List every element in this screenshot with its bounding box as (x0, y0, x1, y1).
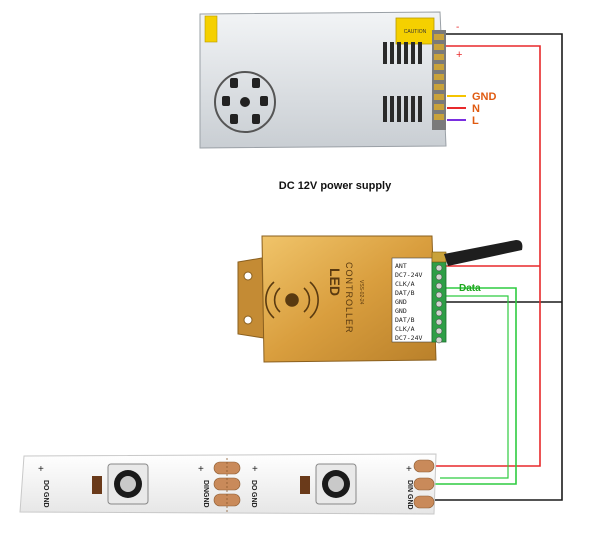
pin-labels: ANT DC7-24V CLK/A DAT/B GND GND DAT/B CL… (395, 262, 422, 342)
pin-label: GND (395, 307, 407, 315)
strip-left-plus: + (38, 464, 44, 475)
pin-label: GND (395, 298, 407, 306)
data-label: Data (459, 283, 481, 294)
fan-grille (214, 71, 276, 133)
led-chip-2 (315, 463, 357, 505)
antenna (444, 240, 523, 266)
strip-mid-gnd-left: GND (202, 492, 209, 508)
strip-mid-din: DIN (202, 480, 209, 492)
strip-right-plus: + (406, 464, 412, 475)
pin-label: CLK/A (395, 280, 415, 288)
mount-hole-top (243, 271, 253, 281)
pin-label: DC7-24V (395, 271, 422, 279)
resistor-2 (300, 476, 310, 494)
power-supply-caption: DC 12V power supply (279, 180, 392, 192)
psu-plus-label: + (456, 49, 462, 61)
strip-mid-do: DO (250, 480, 257, 491)
black-wire-psu (428, 33, 563, 501)
psu-minus-label: - (456, 22, 459, 33)
controller-model: VSS-02-24 (358, 280, 364, 305)
green-data-wire-inner (440, 295, 509, 479)
controller-title: LED (327, 268, 343, 296)
controller-terminal-screws (435, 264, 443, 344)
pin-label: DAT/B (395, 289, 415, 297)
psu-terminal-screws (434, 34, 444, 120)
strip-mid-plus-right: + (252, 464, 258, 475)
l-label: L (472, 115, 479, 127)
strip-right-din: DIN (406, 480, 413, 492)
strip-right-gnd: GND (406, 494, 413, 510)
pin-label: DC7-24V (395, 334, 422, 342)
controller-subtitle: CONTROLLER (344, 262, 354, 334)
pin-label: ANT (395, 262, 407, 270)
strip-mid-gnd-right: GND (250, 492, 257, 508)
strip-left-gnd: GND (42, 492, 49, 508)
end-pads (413, 459, 435, 509)
power-supply: CAUTION (199, 11, 462, 149)
pin-label-panel (391, 257, 433, 343)
pin-label: CLK/A (395, 325, 415, 333)
green-data-wire (428, 287, 517, 485)
antenna-base (431, 251, 447, 263)
controller-mount-left (237, 257, 265, 339)
side-sticker (204, 15, 218, 43)
gnd-label: GND (472, 91, 497, 103)
ac-input-leads (447, 95, 466, 121)
wireless-icon (265, 281, 319, 319)
warning-sticker-text: CAUTION (404, 29, 427, 35)
led-controller: LED CONTROLLER VSS-02-24 ANT DC7-24V CLK… (237, 235, 523, 363)
mount-hole-bottom (243, 315, 253, 325)
fan-slots (222, 78, 268, 124)
strip-left-do: DO (42, 480, 49, 491)
pin-label: DAT/B (395, 316, 415, 324)
led-chip-1 (107, 463, 149, 505)
vent-slots (383, 42, 422, 122)
led-strip: + DO GND + DIN GND + DO GND + DIN GND (19, 453, 437, 515)
red-wire-psu (428, 45, 541, 467)
strip-mid-plus-left: + (198, 464, 204, 475)
resistor-1 (92, 476, 102, 494)
n-label: N (472, 103, 480, 115)
